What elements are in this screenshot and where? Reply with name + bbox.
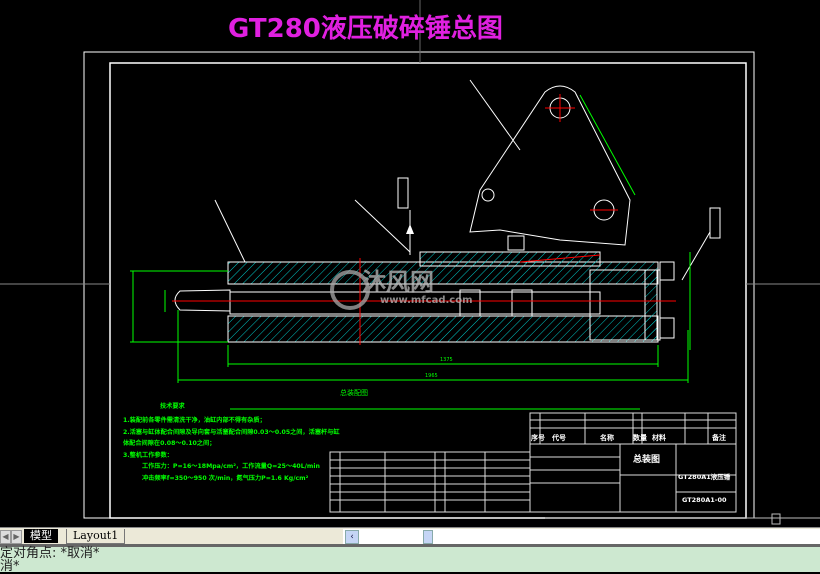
header-code: 代号 [551, 433, 566, 442]
header-index: 序号 [530, 433, 545, 442]
watermark: 沐风网 www.mfcad.com [330, 268, 473, 310]
scroll-thumb[interactable] [423, 530, 433, 544]
svg-text:冲击频率f=350～950 次/min，氮气压力P=1.6: 冲击频率f=350～950 次/min，氮气压力P=1.6 Kg/cm² [142, 474, 309, 482]
scroll-left-button[interactable]: ‹ [345, 530, 359, 544]
header-material: 材料 [651, 433, 666, 442]
svg-text:沐风网: 沐风网 [362, 268, 434, 296]
tech-requirements: 技术要求 1.装配前各零件需清洗干净，油缸内部不得有杂质； 2.活塞与缸体配合间… [123, 402, 340, 482]
crosshair-cursor [771, 513, 781, 525]
command-history-line: 消* [0, 559, 20, 574]
svg-text:www.mfcad.com: www.mfcad.com [380, 295, 473, 306]
cad-drawing: 1375 1965 总装配图 沐风网 www.mfcad.com 技术要求 1.… [0, 0, 820, 525]
drawing-canvas[interactable]: 1375 1965 总装配图 沐风网 www.mfcad.com 技术要求 1.… [0, 0, 820, 527]
command-history-line: 定对角点: *取消* [0, 546, 100, 561]
dimension-label: 1375 [440, 357, 453, 363]
drawing-name: 总装图 [633, 453, 660, 465]
dimensions [130, 252, 691, 410]
title-block [329, 412, 737, 513]
svg-text:2.活塞与缸体配合间隙及导向套与活塞配合间隙0.03～0.0: 2.活塞与缸体配合间隙及导向套与活塞配合间隙0.03～0.05之间，活塞杆与缸 [123, 428, 340, 436]
horizontal-scrollbar[interactable]: ‹ [343, 529, 820, 544]
svg-text:3.整机工作参数：: 3.整机工作参数： [123, 451, 173, 459]
dimension-label: 1965 [425, 373, 438, 379]
tab-prev-button[interactable]: ◀ [0, 530, 11, 544]
layout-tab-bar: ◀ ▶ 模型 Layout1 ‹ [0, 527, 820, 545]
bracket-outline [469, 85, 631, 246]
header-remark: 备注 [711, 433, 726, 442]
svg-text:1.装配前各零件需清洗干净，油缸内部不得有杂质；: 1.装配前各零件需清洗干净，油缸内部不得有杂质； [123, 416, 266, 424]
sheet-border-inner [109, 62, 747, 519]
svg-text:技术要求: 技术要求 [160, 402, 186, 410]
command-line[interactable]: 定对角点: *取消* 消* [0, 546, 820, 574]
header-qty: 数量 [633, 433, 647, 442]
header-name: 名称 [600, 433, 614, 442]
drawing-title: GT280液压破碎锤总图 [228, 14, 503, 44]
svg-text:体配合间隙在0.08～0.10之间；: 体配合间隙在0.08～0.10之间； [123, 439, 215, 447]
drawing-number: GT280A1-00 [682, 496, 727, 504]
view-label: 总装配图 [340, 388, 368, 397]
divider [0, 544, 820, 547]
tab-model[interactable]: 模型 [24, 529, 58, 543]
svg-text:工作压力：P=16～18Mpa/cm²，工作流量Q=25～4: 工作压力：P=16～18Mpa/cm²，工作流量Q=25～40L/min [142, 462, 320, 470]
tab-next-button[interactable]: ▶ [11, 530, 22, 544]
tab-layout1[interactable]: Layout1 [66, 529, 126, 544]
product-name: GT280A1液压锤 [678, 472, 731, 481]
